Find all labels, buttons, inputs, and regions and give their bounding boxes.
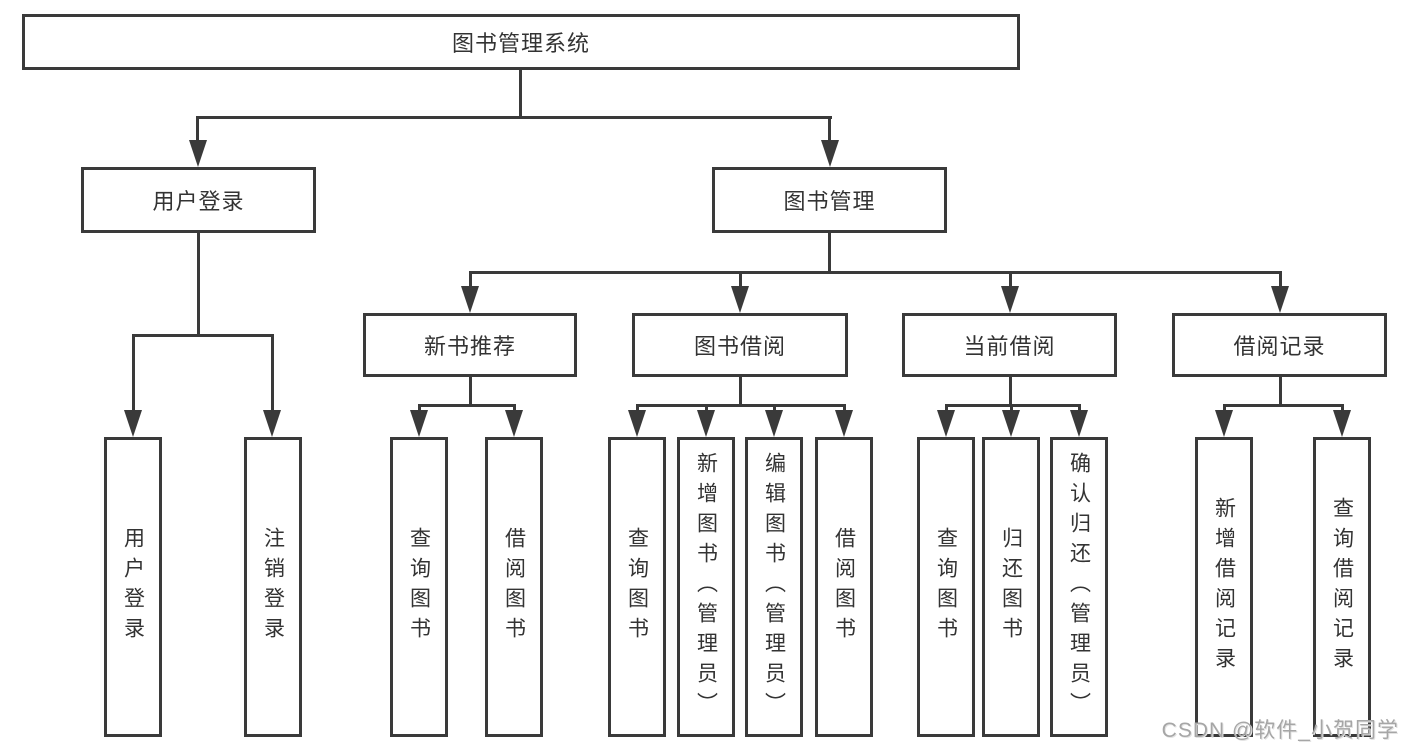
node-label: 借阅记录 <box>1233 334 1326 359</box>
arrowhead-down-icon <box>1070 410 1088 437</box>
arrowhead-down-icon <box>1215 410 1233 437</box>
connector-line <box>418 404 421 413</box>
connector-line <box>469 377 472 407</box>
node-label: 新增借阅记录 <box>1212 497 1236 677</box>
connector-line <box>945 404 948 413</box>
arrowhead-down-icon <box>628 410 646 437</box>
node-query-books-recommend: 查询图书 <box>390 437 448 737</box>
node-query-borrow-record: 查询借阅记录 <box>1313 437 1371 737</box>
node-label: 图书管理系统 <box>451 31 590 56</box>
node-label: 查询图书 <box>934 527 958 647</box>
arrowhead-down-icon <box>461 286 479 313</box>
arrowhead-down-icon <box>1002 410 1020 437</box>
connector-line <box>132 334 274 337</box>
connector-line <box>1009 271 1012 288</box>
node-new-book-recommend: 新书推荐 <box>363 313 577 377</box>
node-book-borrow: 图书借阅 <box>632 313 848 377</box>
connector-line <box>773 404 776 413</box>
node-label: 用户登录 <box>152 189 245 214</box>
connector-line <box>1279 271 1282 288</box>
node-label: 归还图书 <box>999 527 1023 647</box>
arrowhead-down-icon <box>1271 286 1289 313</box>
node-current-borrow: 当前借阅 <box>902 313 1117 377</box>
connector-line <box>1009 377 1012 407</box>
node-label: 查询图书 <box>407 527 431 647</box>
connector-line <box>1223 404 1343 407</box>
connector-line <box>739 377 742 407</box>
connector-line <box>469 271 1282 274</box>
node-return-books: 归还图书 <box>982 437 1040 737</box>
connector-line <box>469 271 472 288</box>
node-label: 查询借阅记录 <box>1330 497 1354 677</box>
node-label: 借阅图书 <box>502 527 526 647</box>
arrowhead-down-icon <box>1001 286 1019 313</box>
connector-line <box>1341 404 1344 413</box>
arrowhead-down-icon <box>697 410 715 437</box>
connector-line <box>1010 404 1013 413</box>
connector-line <box>196 116 199 144</box>
connector-line <box>1223 404 1226 413</box>
node-add-borrow-record: 新增借阅记录 <box>1195 437 1253 737</box>
node-user-login: 用户登录 <box>81 167 316 233</box>
connector-line <box>197 233 200 337</box>
node-borrow-records: 借阅记录 <box>1172 313 1387 377</box>
node-edit-books-admin: 编辑图书（管理员） <box>745 437 803 737</box>
connector-line <box>1078 404 1081 413</box>
arrowhead-down-icon <box>765 410 783 437</box>
node-login: 用户登录 <box>104 437 162 737</box>
connector-line <box>1279 377 1282 407</box>
connector-line <box>739 271 742 288</box>
arrowhead-down-icon <box>1333 410 1351 437</box>
node-confirm-return-admin: 确认归还（管理员） <box>1050 437 1108 737</box>
arrowhead-down-icon <box>124 410 142 437</box>
node-query-books-borrow: 查询图书 <box>608 437 666 737</box>
arrowhead-down-icon <box>937 410 955 437</box>
node-root: 图书管理系统 <box>22 14 1020 70</box>
arrowhead-down-icon <box>821 140 839 167</box>
arrowhead-down-icon <box>505 410 523 437</box>
node-label: 用户登录 <box>121 527 145 647</box>
arrowhead-down-icon <box>189 140 207 167</box>
connector-line <box>271 334 274 412</box>
watermark: CSDN @软件_小贺同学 <box>1161 719 1399 742</box>
node-label: 注销登录 <box>261 527 285 647</box>
arrowhead-down-icon <box>835 410 853 437</box>
connector-line <box>828 116 831 144</box>
node-label: 图书管理 <box>783 189 876 214</box>
connector-line <box>132 334 135 412</box>
node-label: 当前借阅 <box>963 334 1056 359</box>
node-label: 图书借阅 <box>693 334 786 359</box>
node-book-management: 图书管理 <box>712 167 947 233</box>
connector-line <box>636 404 845 407</box>
connector-line <box>196 116 832 119</box>
connector-line <box>636 404 639 413</box>
arrowhead-down-icon <box>731 286 749 313</box>
connector-line <box>843 404 846 413</box>
connector-line <box>418 404 515 407</box>
node-add-books-admin: 新增图书（管理员） <box>677 437 735 737</box>
connector-line <box>705 404 708 413</box>
node-label: 新书推荐 <box>423 334 516 359</box>
node-query-books-current: 查询图书 <box>917 437 975 737</box>
node-label: 确认归还（管理员） <box>1067 452 1091 722</box>
connector-line <box>828 233 831 274</box>
node-label: 新增图书（管理员） <box>694 452 718 722</box>
arrowhead-down-icon <box>410 410 428 437</box>
node-borrow-books-recommend: 借阅图书 <box>485 437 543 737</box>
connector-line <box>519 70 522 118</box>
node-borrow-books: 借阅图书 <box>815 437 873 737</box>
node-label: 查询图书 <box>625 527 649 647</box>
arrowhead-down-icon <box>263 410 281 437</box>
node-logout: 注销登录 <box>244 437 302 737</box>
node-label: 借阅图书 <box>832 527 856 647</box>
node-label: 编辑图书（管理员） <box>762 452 786 722</box>
connector-line <box>513 404 516 413</box>
